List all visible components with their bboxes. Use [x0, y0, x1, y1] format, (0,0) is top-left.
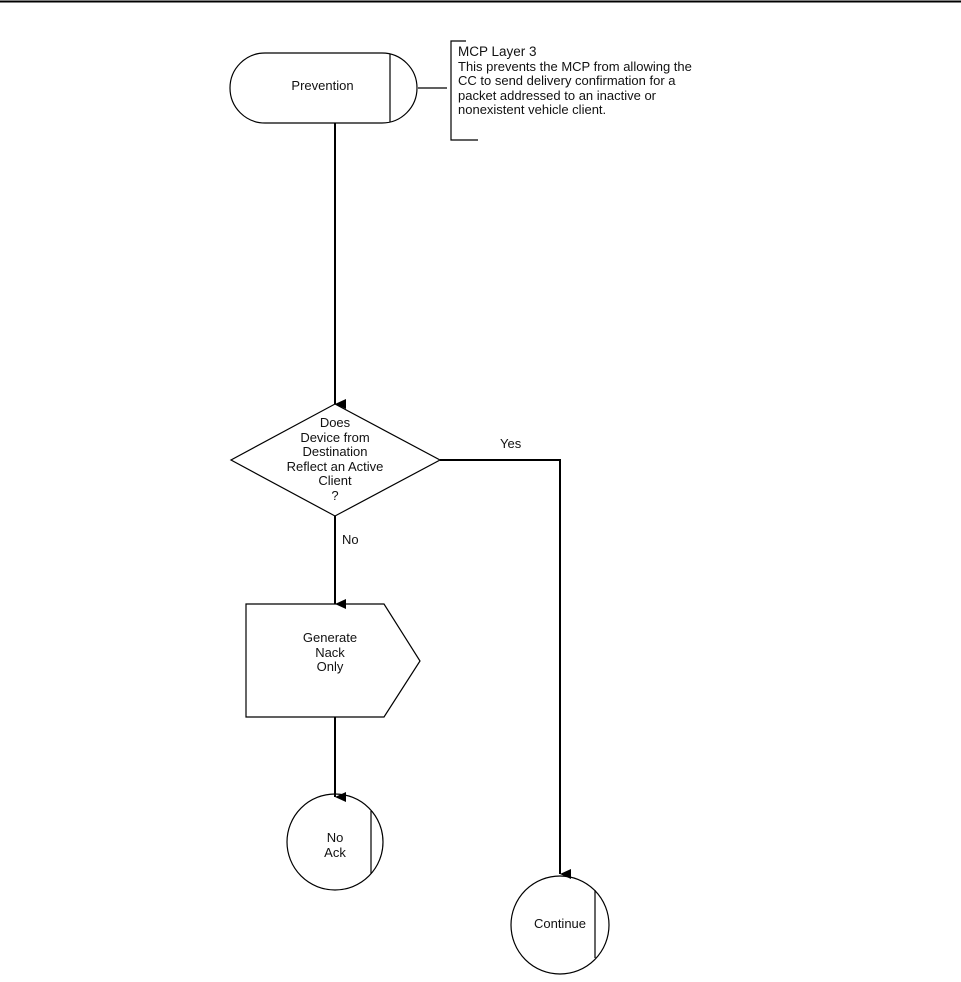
decision-line-2: Device from — [300, 429, 370, 445]
decision-label: Does Device from Destination Reflect an … — [260, 415, 410, 503]
no-label: No — [342, 532, 359, 547]
decision-line-3: Destination — [302, 444, 368, 459]
edge-yes — [440, 459, 571, 879]
prevention-label: Prevention — [291, 78, 354, 93]
prevention-terminator — [229, 52, 418, 124]
annotation-note: MCP Layer 3 This prevents the MCP from a… — [458, 44, 758, 118]
decision-line-4: Reflect an Active — [286, 458, 384, 474]
decision-line-1: Does — [319, 415, 351, 430]
noack-terminator — [286, 793, 384, 891]
generate-nack-action — [245, 603, 421, 718]
annotation-title: MCP Layer 3 — [458, 44, 537, 59]
decision-line-5: Client — [318, 473, 352, 488]
annotation-line-3: packet addressed to an inactive or — [458, 87, 657, 103]
noack-line-2: Ack — [324, 844, 346, 860]
noack-label: No Ack — [300, 830, 370, 860]
continue-terminator — [510, 875, 610, 975]
decision-line-6: ? — [331, 487, 339, 503]
yes-label: Yes — [500, 436, 522, 451]
continue-label: Continue — [533, 916, 587, 931]
generate-nack-label: Generate Nack Only — [270, 630, 390, 675]
noack-line-1: No — [326, 830, 344, 845]
action-line-2: Nack — [315, 644, 345, 660]
annotation-line-1: This prevents the MCP from allowing the — [458, 58, 692, 74]
action-line-3: Only — [316, 659, 344, 674]
action-line-1: Generate — [302, 630, 358, 645]
annotation-line-4: nonexistent vehicle client. — [458, 102, 607, 117]
annotation-line-2: CC to send delivery confirmation for a — [458, 73, 676, 88]
annotation-bracket — [450, 40, 478, 141]
